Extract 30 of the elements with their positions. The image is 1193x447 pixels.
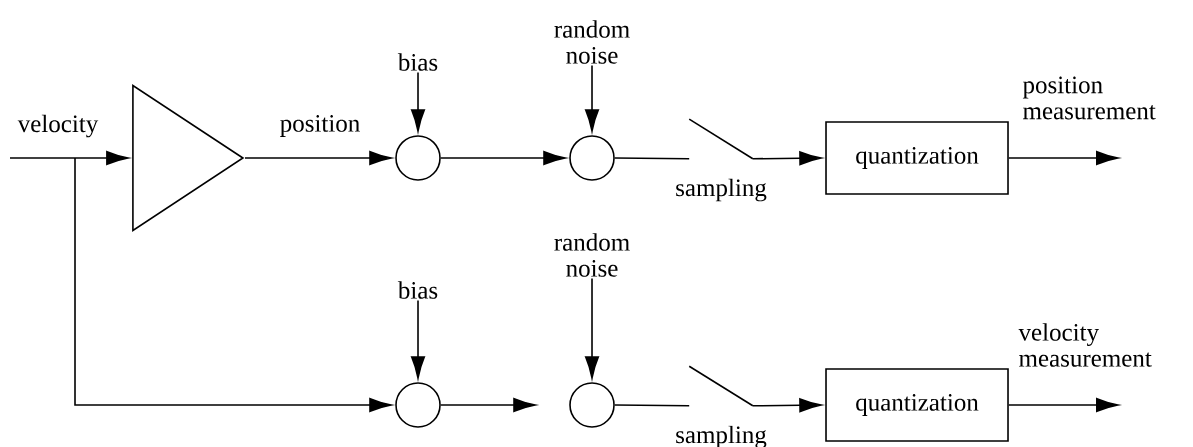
input-label: random noise [554,20,630,64]
arrow [1008,150,1119,166]
edge-label: position measurement [1022,76,1156,120]
arrow [584,64,600,132]
sampling-switch [688,118,754,160]
arrow [584,277,600,379]
arrow [244,150,392,166]
edge-label: velocity [17,114,99,138]
sampling-switch [688,365,754,407]
input-label: bias [397,53,438,71]
summing-circle [395,135,441,181]
arrow [440,397,536,413]
summing-circle [395,382,441,428]
arrow [410,299,426,379]
arrow [410,71,426,132]
edge-label: velocity measurement [1018,323,1152,367]
summing-circle [569,135,615,181]
arrow [440,150,566,166]
arrow [752,398,822,413]
sampling-label: sampling [676,178,767,202]
arrow [9,150,129,166]
quantization-box: quantization [825,368,1009,442]
summing-circle [569,382,615,428]
arrow [1008,397,1119,413]
input-label: random noise [554,233,630,277]
edge-label: position [280,115,360,137]
arrow [74,157,392,413]
input-label: bias [397,281,438,299]
quantization-box: quantization [825,121,1009,195]
arrow [752,151,822,166]
